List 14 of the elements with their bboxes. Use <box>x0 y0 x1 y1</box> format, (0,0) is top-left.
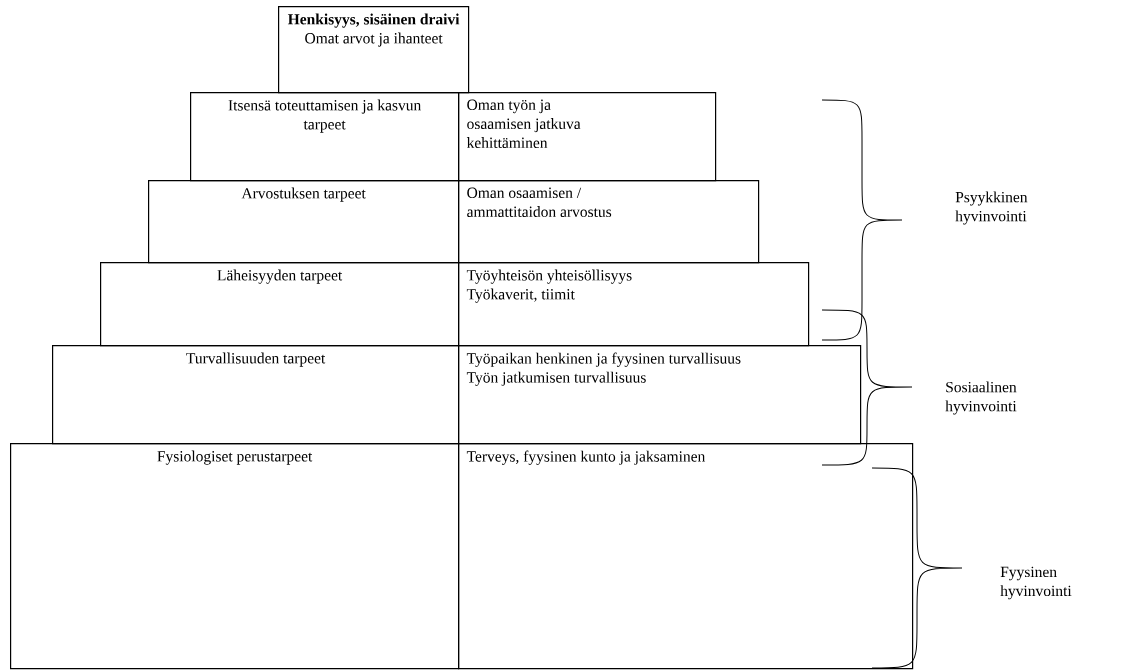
pyramid-box: Fysiologiset perustarpeet <box>10 443 460 670</box>
pyramid-box: Työpaikan henkinen ja fyysinen turvallisuus Työn jatkumisen turvallisuus <box>458 345 862 445</box>
pyramid-box: Terveys, fyysinen kunto ja jaksaminen <box>458 443 914 670</box>
pyramid-box: Oman työn ja osaamisen jatkuva kehittäminen <box>458 92 717 182</box>
pyramid-box: Oman osaamisen / ammattitaidon arvostus <box>458 180 760 264</box>
pyramid-box: Arvostuksen tarpeet <box>148 180 460 264</box>
pyramid-box: Itsensä toteuttamisen ja kasvun tarpeet <box>190 92 460 182</box>
pyramid-box: Läheisyyden tarpeet <box>100 262 460 347</box>
brace-label: Sosiaalinen hyvinvointi <box>945 381 1017 415</box>
pyramid-box: Henkisyys, sisäinen draivi Omat arvot ja ihanteet <box>278 6 470 94</box>
brace-label: Fyysinen hyvinvointi <box>1000 566 1072 600</box>
pyramid-box: Turvallisuuden tarpeet <box>52 345 460 445</box>
pyramid-box: Työyhteisön yhteisöllisyys Työkaverit, tiimit <box>458 262 810 347</box>
brace-label: Psyykkinen hyvinvointi <box>955 191 1028 225</box>
